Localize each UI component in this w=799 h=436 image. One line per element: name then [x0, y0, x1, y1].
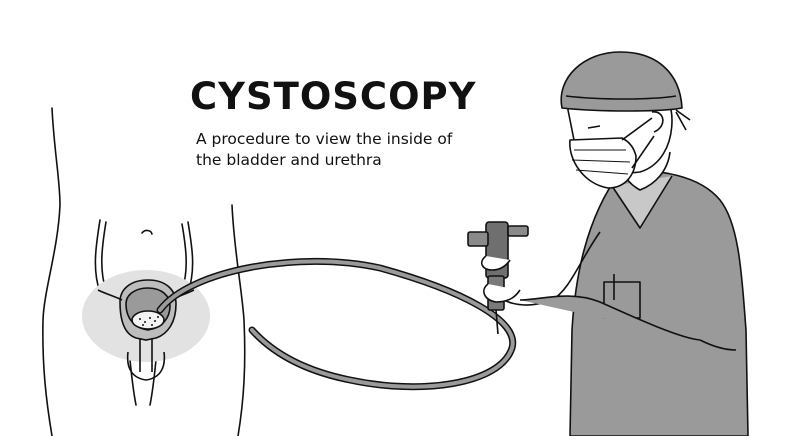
subtitle: A procedure to view the inside of the bl… [196, 129, 496, 171]
subtitle-line-2: the bladder and urethra [196, 151, 382, 169]
bladder [97, 279, 195, 381]
page-title: CYSTOSCOPY [190, 75, 477, 118]
cystoscope-tube [156, 257, 517, 391]
doctor [480, 51, 749, 436]
patient-torso [42, 107, 246, 436]
subtitle-line-1: A procedure to view the inside of [196, 130, 453, 148]
